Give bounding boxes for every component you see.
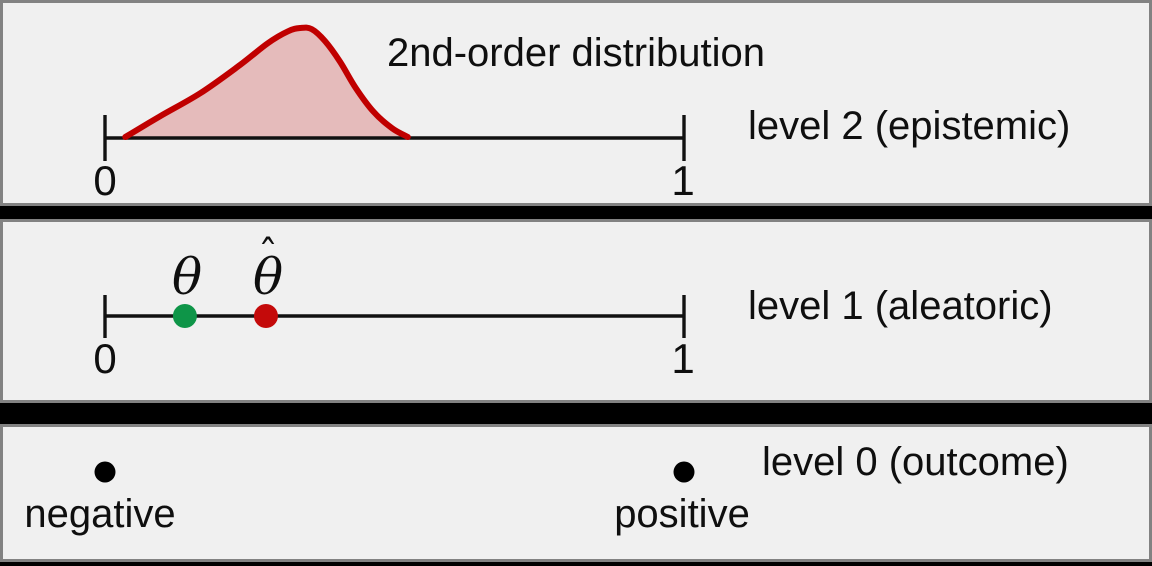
hat-accent: ˆ xyxy=(257,233,278,279)
tick-label-0-level2: 0 xyxy=(93,157,117,204)
level-2-caption: level 2 (epistemic) xyxy=(748,104,1071,148)
level-1-caption: level 1 (aleatoric) xyxy=(748,284,1053,328)
distribution-curve xyxy=(122,24,411,140)
tick-label-1-level1: 1 xyxy=(671,335,695,382)
second-order-distribution-label: 2nd-order distribution xyxy=(387,31,765,75)
negative-outcome-label: negative xyxy=(24,492,176,536)
positive-outcome-label: positive xyxy=(614,492,750,536)
theta-hat-base: θ xyxy=(252,248,284,306)
level-0-caption: level 0 (outcome) xyxy=(762,440,1069,484)
theta-label: θ xyxy=(171,248,203,306)
tick-label-1-level2: 1 xyxy=(671,157,695,204)
negative-outcome-dot xyxy=(94,461,116,483)
panel-level-0 xyxy=(0,424,1152,562)
positive-outcome-dot xyxy=(673,461,695,483)
theta-dot xyxy=(172,304,197,328)
theta-hat-dot xyxy=(253,304,278,328)
tick-label-0-level1: 0 xyxy=(93,335,117,382)
distribution-curve-fill xyxy=(125,27,408,138)
